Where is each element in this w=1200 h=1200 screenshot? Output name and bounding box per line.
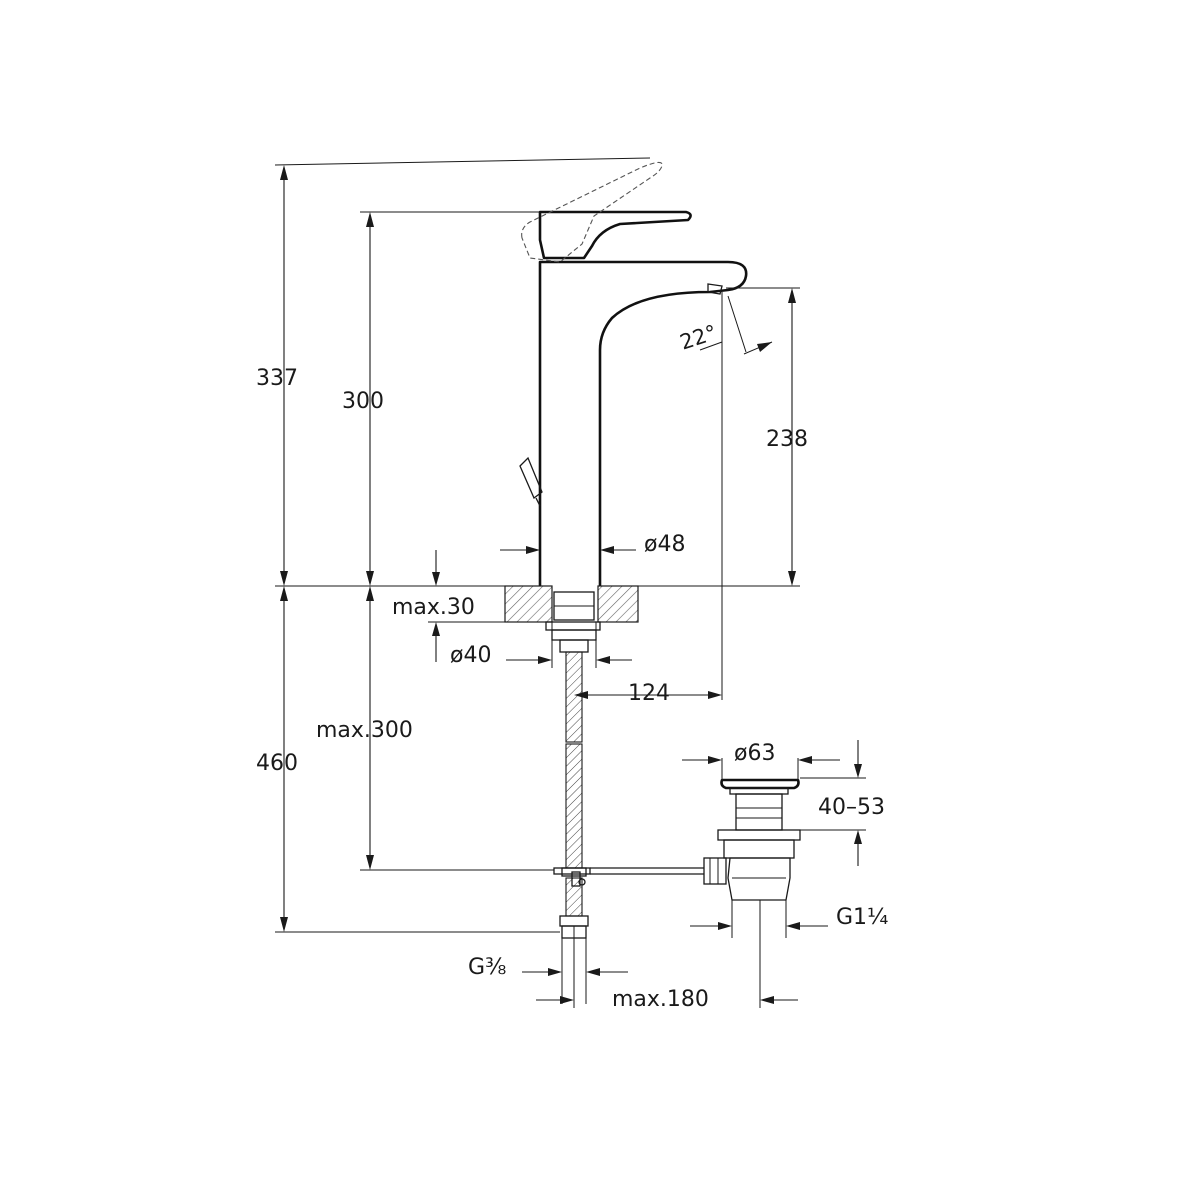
body-diameter-label: ø48 [644, 532, 685, 557]
below-deck-height-label: 460 [256, 751, 298, 776]
handle-height-label: 300 [342, 389, 384, 414]
total-height-label: 337 [256, 366, 298, 391]
waste-thread-label: G1¼ [836, 905, 888, 930]
hose-length-label: max.300 [316, 718, 413, 743]
waste-range-label: 40–53 [818, 795, 885, 820]
dimension-lines [274, 157, 866, 1008]
spout-projection-label: 124 [628, 681, 670, 706]
deck-section [504, 585, 639, 653]
deck-thickness-label: max.30 [392, 595, 475, 620]
rod-distance-label: max.180 [612, 987, 709, 1012]
faucet-body [519, 161, 748, 587]
spout-angle-label: 22° [677, 320, 720, 354]
inlet-thread-label: G⅜ [468, 955, 506, 980]
waste-assembly [703, 778, 801, 901]
hole-diameter-label: ø40 [450, 643, 491, 668]
waste-diameter-label: ø63 [734, 741, 775, 766]
popup-linkage [553, 867, 704, 887]
popup-rod [519, 456, 543, 507]
spout-height-label: 238 [766, 427, 808, 452]
